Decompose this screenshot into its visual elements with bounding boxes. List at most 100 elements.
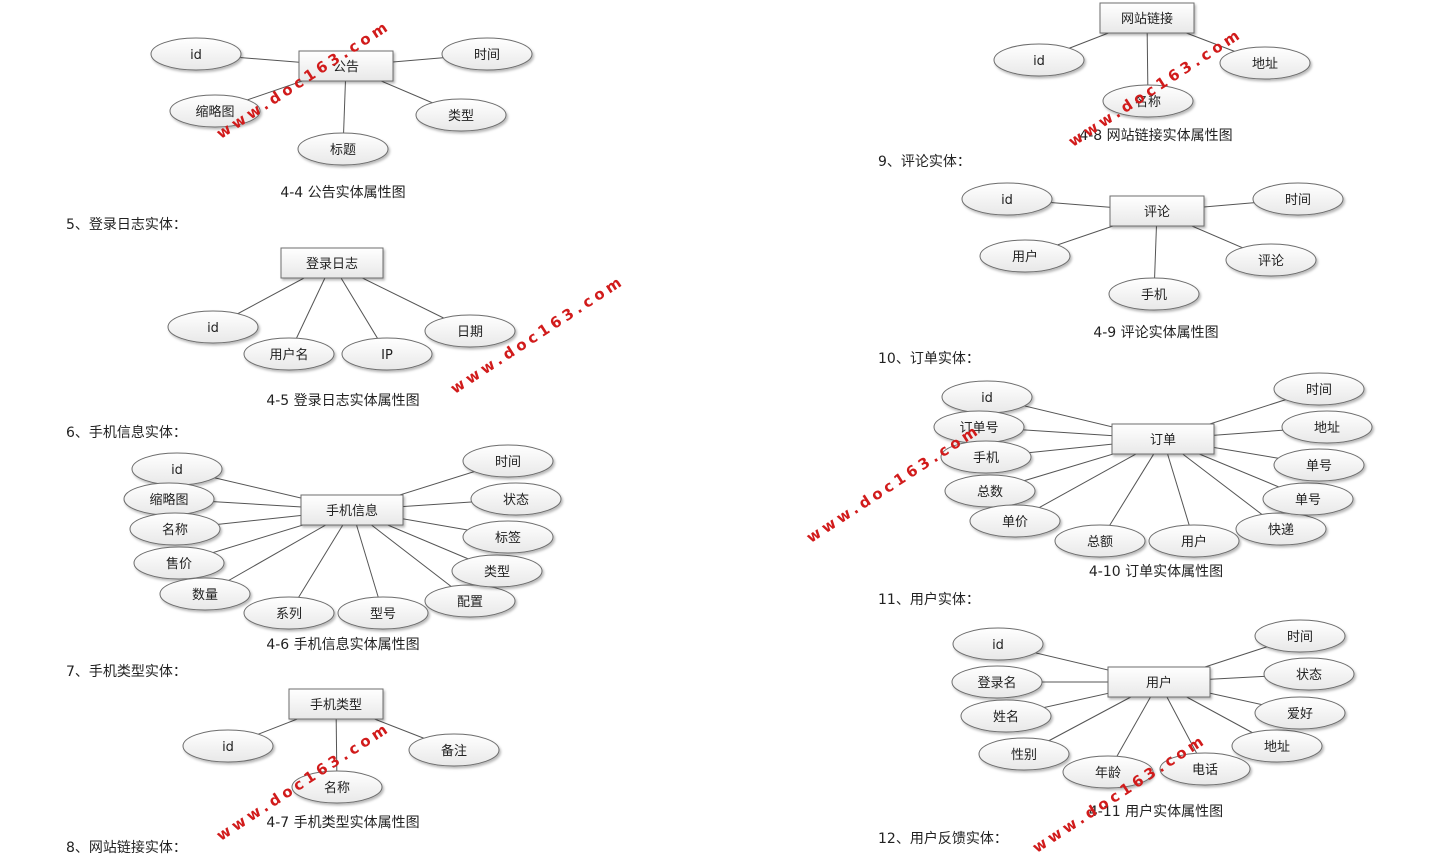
attribute-label: IP (381, 348, 393, 363)
connector-line (288, 509, 353, 614)
entity-order: 订单 (1111, 423, 1215, 455)
attribute-label: 型号 (370, 607, 396, 622)
entity-user: 用户 (1107, 666, 1211, 698)
attribute-phone-info: 名称 (129, 512, 221, 546)
attribute-user: 年龄 (1062, 755, 1154, 789)
caption-4-8: 4-8 网站链接实体属性图 (1079, 128, 1233, 144)
attribute-label: 名称 (1135, 94, 1161, 110)
attribute-label: 地址 (1264, 740, 1290, 755)
attribute-label: 类型 (448, 109, 474, 124)
attribute-phone-info: 缩略图 (123, 482, 215, 516)
heading-phone-type-entity: 7、手机类型实体： (66, 664, 187, 680)
attribute-label: 用户 (1012, 249, 1038, 265)
attribute-website-link: id (993, 43, 1085, 77)
attribute-label: 地址 (1314, 421, 1340, 436)
entity-label: 登录日志 (306, 257, 358, 272)
caption-4-4: 4-4 公告实体属性图 (280, 185, 406, 201)
attribute-order: id (941, 380, 1033, 414)
attribute-phone-type: 名称 (291, 770, 383, 804)
heading-order-entity: 10、订单实体： (878, 351, 980, 367)
attribute-order: 单价 (969, 504, 1061, 538)
attribute-phone-info: id (131, 452, 223, 486)
caption-4-10: 4-10 订单实体属性图 (1088, 564, 1224, 580)
entity-label: 手机类型 (310, 698, 362, 713)
attribute-label: id (1001, 193, 1013, 208)
entity-label: 订单 (1150, 433, 1176, 448)
attribute-label: 类型 (484, 565, 510, 580)
attribute-label: 配置 (457, 595, 483, 610)
attribute-user: 爱好 (1254, 696, 1346, 730)
attribute-label: id (1033, 54, 1045, 69)
attribute-label: 手机 (973, 451, 999, 466)
attribute-order: 用户 (1148, 524, 1240, 558)
attribute-label: 单号 (1306, 459, 1332, 474)
attribute-phone-info: 类型 (451, 554, 543, 588)
caption-4-7: 4-7 手机类型实体属性图 (266, 815, 420, 831)
attribute-comment: 手机 (1108, 277, 1200, 311)
attribute-label: 单价 (1002, 515, 1028, 530)
attribute-label: 缩略图 (195, 104, 234, 120)
attribute-user: 电话 (1159, 752, 1251, 786)
attribute-phone-info: 数量 (159, 577, 251, 611)
attribute-order: 快递 (1235, 512, 1327, 546)
attribute-label: 数量 (192, 588, 218, 603)
attribute-label: id (992, 638, 1004, 653)
entity-comment: 评论 (1109, 195, 1205, 227)
connector-line (351, 509, 384, 614)
attribute-comment: 时间 (1252, 182, 1344, 216)
attribute-comment: id (961, 182, 1053, 216)
attribute-label: 用户名 (269, 347, 308, 363)
heading-website-link-entity: 8、网站链接实体： (66, 840, 187, 856)
entity-label: 用户 (1146, 675, 1172, 691)
attribute-comment: 用户 (979, 239, 1071, 273)
attribute-order: 总额 (1054, 524, 1146, 558)
attribute-label: 缩略图 (149, 492, 188, 508)
attribute-user: 性别 (978, 737, 1070, 771)
attribute-website-link: 名称 (1102, 84, 1194, 118)
entity-label: 评论 (1144, 205, 1170, 220)
entity-label: 公告 (333, 60, 359, 75)
attribute-label: 总数 (977, 485, 1003, 500)
attribute-label: 售价 (166, 556, 192, 572)
attribute-label: 用户 (1181, 534, 1207, 550)
attribute-order: 订单号 (933, 410, 1025, 444)
attribute-label: 手机 (1141, 288, 1167, 303)
attribute-label: id (222, 740, 234, 755)
attribute-label: 时间 (474, 48, 500, 63)
attribute-user: 状态 (1263, 657, 1355, 691)
attribute-phone-info: 售价 (133, 546, 225, 580)
attribute-label: 时间 (1287, 630, 1313, 645)
attribute-login-log: IP (341, 337, 433, 371)
entity-login-log: 登录日志 (280, 247, 384, 279)
attribute-label: 性别 (1011, 748, 1037, 763)
entity-phone-type: 手机类型 (288, 688, 384, 720)
attribute-user: 登录名 (951, 665, 1043, 699)
attribute-label: 名称 (162, 522, 188, 538)
attribute-order: 时间 (1273, 372, 1365, 406)
attribute-login-log: 日期 (424, 314, 516, 348)
caption-4-9: 4-9 评论实体属性图 (1093, 325, 1219, 341)
attribute-label: 快递 (1268, 523, 1294, 538)
attribute-order: 单号 (1262, 482, 1354, 516)
attribute-website-link: 地址 (1219, 46, 1311, 80)
attribute-label: 时间 (1306, 383, 1332, 398)
attribute-label: 评论 (1258, 254, 1284, 269)
attribute-order: 手机 (940, 440, 1032, 474)
attribute-phone-info: 状态 (470, 482, 562, 516)
attribute-phone-info: 配置 (424, 584, 516, 618)
attribute-label: id (190, 48, 202, 63)
heading-user-entity: 11、用户实体： (878, 592, 980, 608)
attribute-notice: 时间 (441, 37, 533, 71)
attribute-label: id (207, 321, 219, 336)
attribute-label: 电话 (1192, 763, 1218, 778)
attribute-label: 备注 (441, 743, 467, 759)
attribute-label: id (171, 463, 183, 478)
attribute-phone-info: 标签 (462, 520, 554, 554)
caption-4-6: 4-6 手机信息实体属性图 (266, 637, 420, 653)
entity-phone-info: 手机信息 (300, 494, 404, 526)
entity-website-link: 网站链接 (1099, 2, 1195, 34)
attribute-label: 总额 (1087, 535, 1113, 550)
entity-label: 网站链接 (1121, 11, 1173, 27)
attribute-phone-type: id (182, 729, 274, 763)
